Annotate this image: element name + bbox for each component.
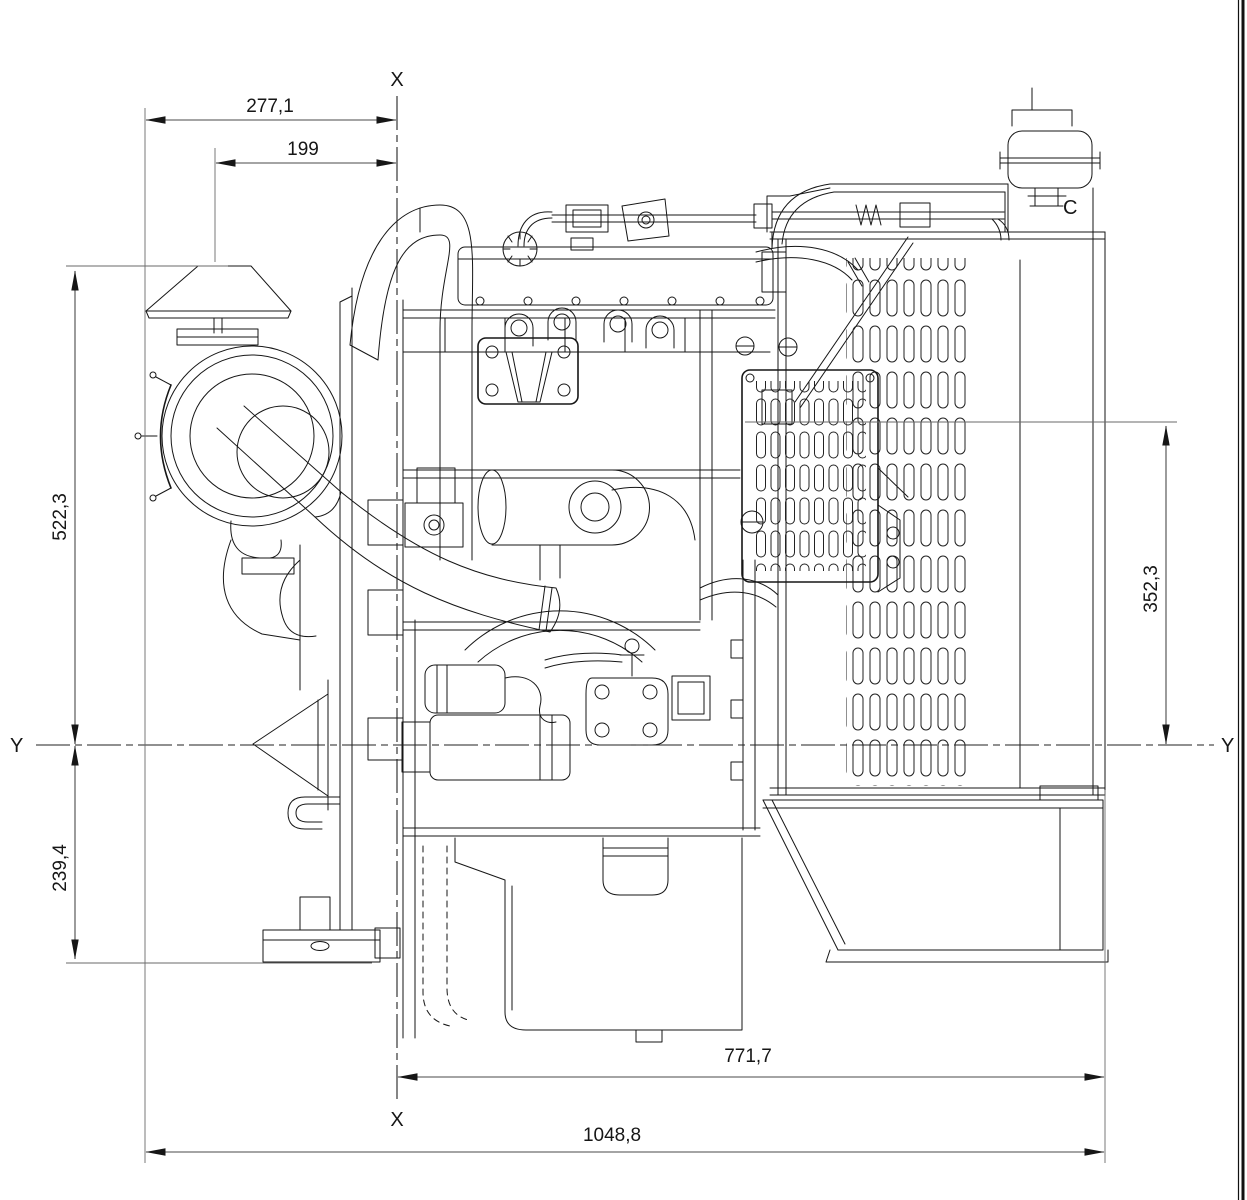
dim-label-height-below-crankshaft: 239,4 [50,844,71,892]
dimension-height-below-crankshaft: 239,4 [50,745,79,960]
dimension-radiator-upper-height: 352,3 [1141,425,1170,745]
dim-label-height-above-crankshaft: 522,3 [50,493,71,541]
dim-label-radiator-upper-height: 352,3 [1141,565,1162,613]
dim-label-air-cleaner-offset: 199 [287,139,319,160]
dimension-air-cleaner-offset: 199 [215,139,397,167]
dimensions: 277,1 199 522,3 239,4 352,3 771,7 1048,8 [50,96,1177,1163]
guard-plate [741,369,909,593]
dimension-front-overhang: 277,1 [145,96,397,124]
lifting-eye [621,198,670,242]
engine-line-art [134,87,1109,1043]
breather-piping [517,187,1010,247]
exhaust-manifold [477,307,675,405]
x-axis-label-top: X [390,69,403,91]
oil-filter [602,837,669,896]
dim-label-rear-length: 771,7 [724,1046,772,1067]
oil-pan [422,837,743,1043]
air-cleaner [134,265,561,641]
valve-cover [457,198,774,306]
sheet-border [1237,0,1245,1200]
radiator [755,87,1106,796]
starter-motor [401,664,571,781]
dim-label-overall-length: 1048,8 [583,1125,641,1146]
y-axis-label-left: Y [10,735,23,757]
extension-lines [66,108,1177,1163]
dimension-rear-length: 771,7 [397,1046,1105,1081]
dimension-height-above-crankshaft: 522,3 [50,270,79,745]
x-axis-label-bottom: X [390,1109,403,1131]
radiator-part-mark: C [1063,197,1077,219]
dimension-overall-length: 1048,8 [145,1125,1105,1156]
mount-bracket [762,785,1109,963]
y-axis-label-right: Y [1221,735,1234,757]
expansion-tank [1007,130,1093,189]
radiator-core [846,258,968,786]
centerlines: X X Y Y [10,69,1234,1131]
turbocharger [404,467,696,581]
intake-elbow-pipe [349,204,474,561]
dim-label-front-overhang: 277,1 [246,96,294,117]
